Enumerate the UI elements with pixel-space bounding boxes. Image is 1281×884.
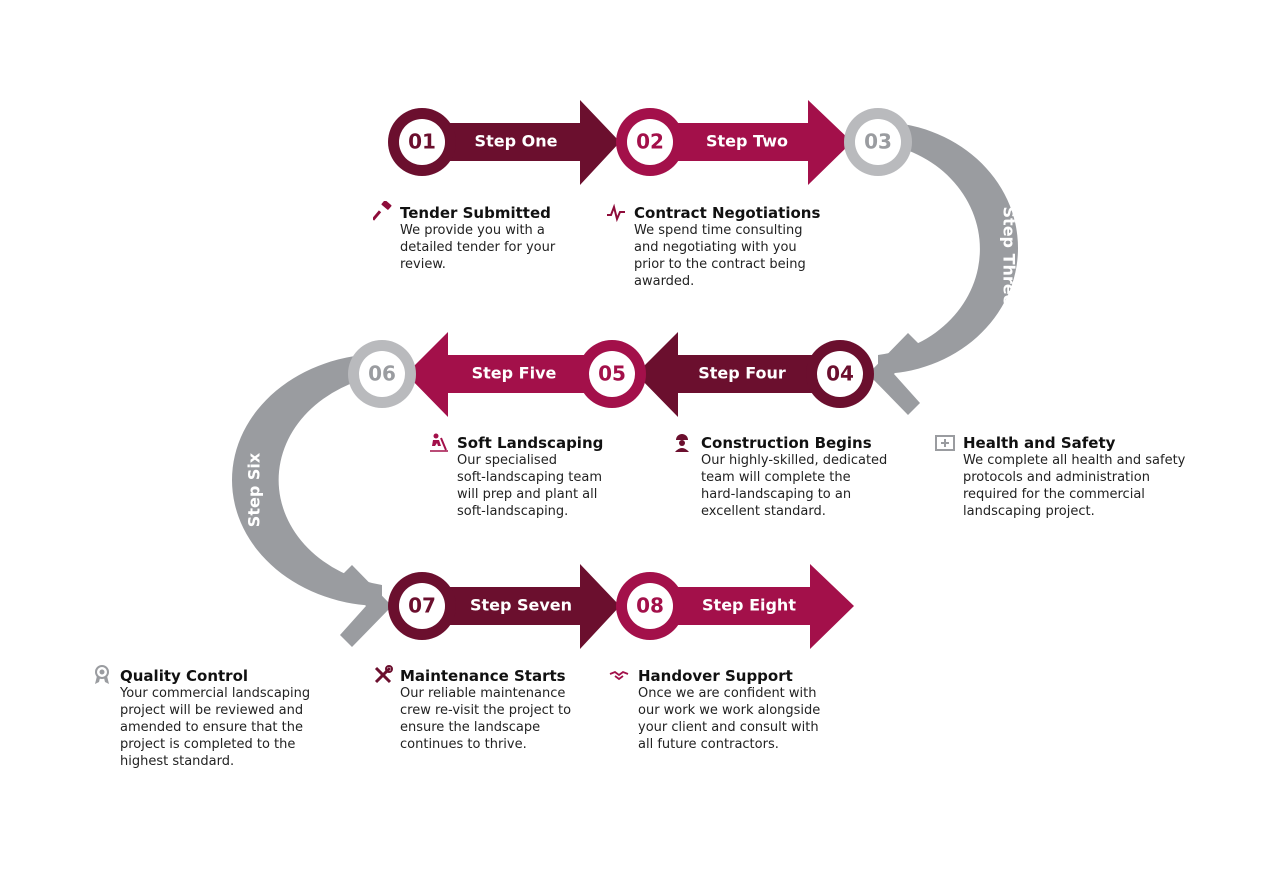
step-two-label: Step Two xyxy=(706,132,788,151)
first-aid-icon xyxy=(935,435,955,451)
contract-negotiations-block: Contract Negotiations We spend time cons… xyxy=(634,205,874,290)
step-four-number: 04 xyxy=(826,362,854,386)
step-three-arrowhead xyxy=(868,333,920,415)
soft-landscaping-title: Soft Landscaping xyxy=(457,434,604,452)
construction-begins-text: Our highly-skilled, dedicated team will … xyxy=(701,453,888,519)
step-six-arrowhead xyxy=(340,565,392,647)
step-six-arc xyxy=(232,354,382,606)
step-one-arrow xyxy=(420,100,620,185)
tools-icon xyxy=(374,665,393,684)
step-eight-label: Step Eight xyxy=(702,596,796,615)
health-and-safety-block: Health and Safety We complete all health… xyxy=(963,435,1223,520)
step-six-label: Step Six xyxy=(245,452,264,527)
step-eight-arrow xyxy=(650,564,854,649)
step-three-arc xyxy=(878,122,1018,374)
quality-control-text: Your commercial landscaping project will… xyxy=(120,686,311,769)
step-two-arrow xyxy=(650,100,852,185)
soft-landscaping-block: Soft Landscaping Our specialised soft-la… xyxy=(457,435,697,520)
quality-control-block: Quality Control Your commercial landscap… xyxy=(120,668,360,770)
step-one-number: 01 xyxy=(408,130,436,154)
step-three-badge xyxy=(855,119,901,165)
award-icon xyxy=(95,665,109,684)
worker-icon xyxy=(675,434,689,452)
step-four-badge xyxy=(817,351,863,397)
step-five-label: Step Five xyxy=(472,364,557,383)
digging-icon xyxy=(430,433,448,452)
step-seven-label: Step Seven xyxy=(470,596,572,615)
health-and-safety-title: Health and Safety xyxy=(963,434,1116,452)
step-eight-badge xyxy=(627,583,673,629)
maintenance-starts-block: Maintenance Starts Our reliable maintena… xyxy=(400,668,640,753)
handover-support-block: Handover Support Once we are confident w… xyxy=(638,668,878,753)
handshake-icon xyxy=(609,670,629,681)
handover-support-title: Handover Support xyxy=(638,667,793,685)
tender-submitted-text: We provide you with a detailed tender fo… xyxy=(400,223,556,272)
gavel-icon xyxy=(373,201,392,221)
step-five-badge xyxy=(589,351,635,397)
step-four-arrow xyxy=(636,332,840,417)
maintenance-starts-title: Maintenance Starts xyxy=(400,667,566,685)
step-four-label: Step Four xyxy=(698,364,786,383)
step-seven-number: 07 xyxy=(408,594,436,618)
step-one-label: Step One xyxy=(475,132,558,151)
tender-submitted-block: Tender Submitted We provide you with a d… xyxy=(400,205,640,273)
step-six-badge xyxy=(359,351,405,397)
maintenance-starts-text: Our reliable maintenance crew re-visit t… xyxy=(400,686,572,752)
handshake-chart-icon xyxy=(607,203,625,223)
step-three-number: 03 xyxy=(864,130,892,154)
contract-negotiations-title: Contract Negotiations xyxy=(634,204,821,222)
step-five-number: 05 xyxy=(598,362,626,386)
step-five-arrow xyxy=(406,332,612,417)
step-eight-number: 08 xyxy=(636,594,664,618)
tender-submitted-title: Tender Submitted xyxy=(400,204,551,222)
step-two-number: 02 xyxy=(636,130,664,154)
handover-support-text: Once we are confident with our work we w… xyxy=(638,686,821,752)
construction-begins-block: Construction Begins Our highly-skilled, … xyxy=(701,435,941,520)
step-seven-arrow xyxy=(422,564,620,649)
soft-landscaping-text: Our specialised soft-landscaping team wi… xyxy=(457,453,603,519)
step-one-badge xyxy=(399,119,445,165)
health-and-safety-text: We complete all health and safety protoc… xyxy=(963,453,1186,519)
step-three-label: Step Three xyxy=(1000,207,1019,306)
step-seven-badge xyxy=(399,583,445,629)
construction-begins-title: Construction Begins xyxy=(701,434,872,452)
step-two-badge xyxy=(627,119,673,165)
step-six-number: 06 xyxy=(368,362,396,386)
quality-control-title: Quality Control xyxy=(120,667,249,685)
contract-negotiations-text: We spend time consulting and negotiating… xyxy=(634,223,806,289)
